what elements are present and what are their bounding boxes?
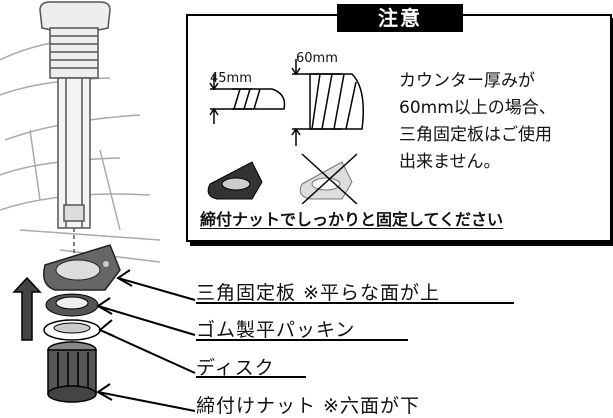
faucet-shaft: [39, 1, 111, 255]
notice-text-line: 三角固定板はご使用: [399, 125, 552, 145]
dimension-60mm: 60mm: [296, 51, 338, 66]
notice-instruction: 締付ナットでしっかりと固定してください: [200, 210, 504, 229]
part-label-rubber-gasket: ゴム製平パッキン: [196, 319, 356, 341]
underline: [196, 339, 408, 341]
underline: [196, 302, 514, 304]
notice-text-line: 出来ません。: [399, 152, 501, 172]
disc: [43, 319, 101, 341]
notice-text: カウンター厚みが 60mm以上の場合、 三角固定板はご使用 出来ません。: [399, 68, 599, 176]
part-label-disc: ディスク: [196, 357, 275, 379]
notice-text-line: 60mm以上の場合、: [399, 98, 556, 118]
rubber-gasket: [45, 293, 99, 317]
triangle-plate-ng: [299, 153, 358, 204]
dimension-45mm: 45mm: [210, 71, 252, 86]
notice-title: 注意: [337, 4, 463, 32]
part-label-triangle-plate: 三角固定板 ※平らな面が上: [196, 282, 440, 304]
notice-text-line: カウンター厚みが: [399, 71, 535, 91]
triangle-plate-ok: [207, 161, 263, 200]
triangle-plate: [43, 244, 121, 291]
notice-box: 注意: [186, 4, 612, 242]
tightening-nut: [47, 341, 97, 403]
part-label-nut: 締付けナット ※六面が下: [196, 395, 420, 417]
underline: [196, 376, 306, 378]
up-arrow-icon: [12, 276, 42, 341]
counter-thickness-illustration: [207, 59, 364, 204]
leader-lines: [96, 269, 196, 412]
